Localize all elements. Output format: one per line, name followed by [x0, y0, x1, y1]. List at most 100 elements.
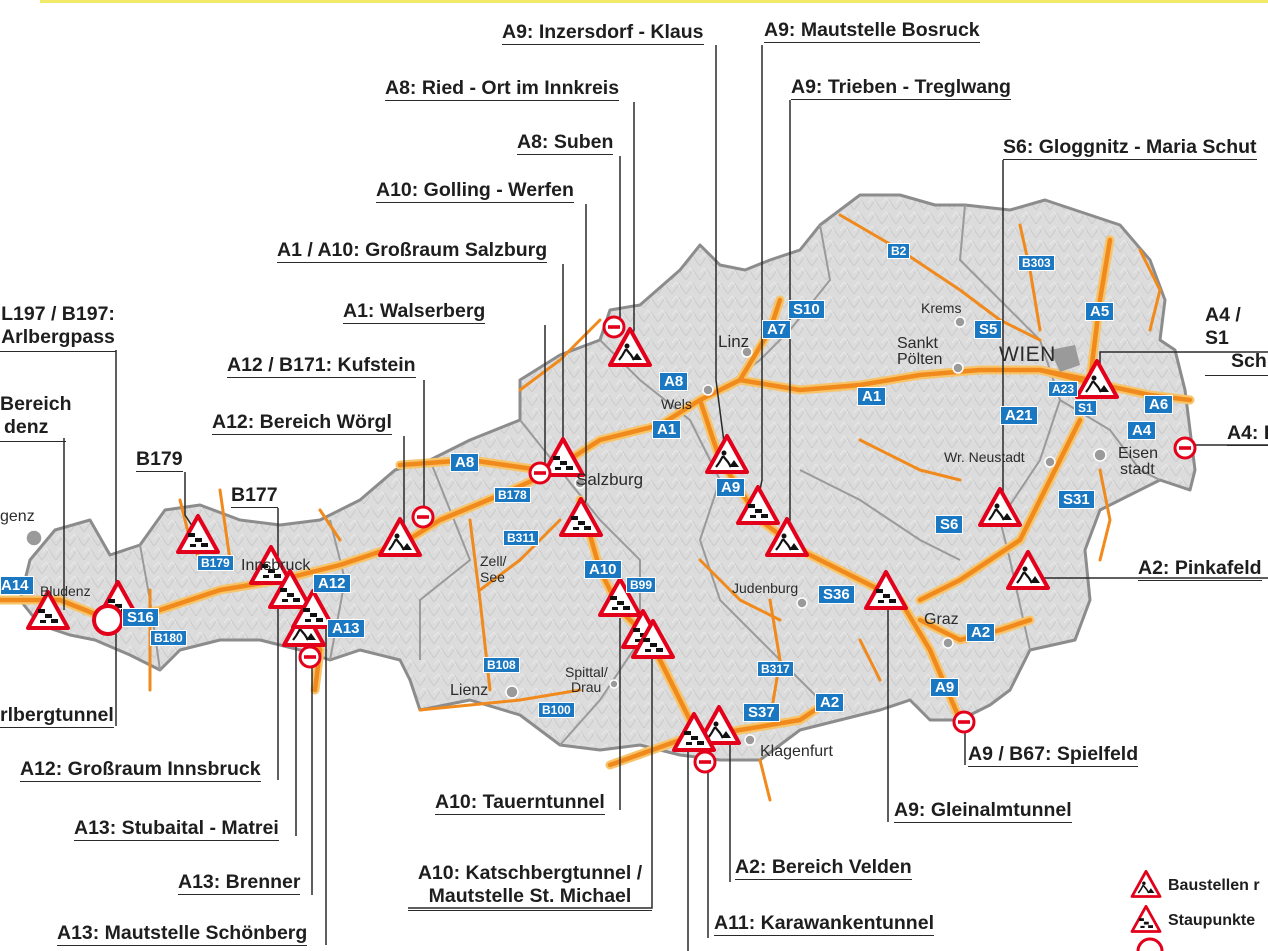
incident-label: A12 / B171: Kufstein [227, 354, 416, 378]
road-shield: A14 [0, 576, 34, 595]
road-shield: A9 [716, 478, 746, 497]
city-label: See [480, 569, 505, 585]
legend-closure-icon [1136, 937, 1164, 951]
road-shield: B99 [626, 577, 657, 593]
incident-label: S6: Gloggnitz - Maria Schut [1003, 136, 1257, 160]
city-label: Krems [921, 300, 962, 316]
road-shield: B180 [150, 630, 187, 646]
incident-label: B177 [231, 484, 278, 508]
city-label: Bludenz [40, 583, 91, 599]
incident-label: A10: Katschbergtunnel / Mautstelle St. M… [408, 862, 652, 911]
closure-icon [528, 461, 552, 485]
incident-label-line: denz [4, 416, 49, 438]
road-shield: A1 [652, 420, 682, 439]
road-shield: A6 [1144, 395, 1174, 414]
incident-label: A13: Stubaital - Matrei [74, 817, 279, 841]
city-label: Wr. Neustadt [944, 449, 1025, 465]
incident-label: A9: Gleinalmtunnel [894, 799, 1072, 823]
incident-label-line: A10: Katschbergtunnel / [417, 862, 643, 884]
city-label: Wels [661, 396, 692, 412]
incident-label: A4 / S1 Sch [1205, 304, 1268, 376]
road-shield: B2 [887, 243, 911, 259]
road-shield: S16 [122, 608, 159, 627]
road-shield: A5 [1085, 302, 1115, 321]
city-label: WIEN [999, 343, 1056, 366]
road-shield: A13 [327, 619, 365, 638]
legend-construction-label: Baustellen r [1168, 877, 1260, 894]
top-rule [40, 0, 1268, 3]
incident-label: A9: Inzersdorf - Klaus [502, 21, 704, 45]
incident-label-line: Sch [1231, 350, 1267, 372]
incident-label: A10: Golling - Werfen [376, 179, 574, 203]
road-shield: A23 [1048, 381, 1079, 397]
incident-label: L197 / B197: Arlbergpass [0, 303, 116, 352]
road-shield: A10 [584, 560, 622, 579]
incident-label: A9: Trieben - Treglwang [791, 76, 1011, 100]
road-shield: B303 [1018, 255, 1055, 271]
road-shield: S5 [974, 320, 1003, 339]
road-shield: S1 [1074, 400, 1097, 416]
road-shield: A7 [762, 320, 792, 339]
city-label: Klagenfurt [760, 743, 833, 760]
incident-label: A1 / A10: Großraum Salzburg [277, 239, 548, 263]
road-shield: A21 [1000, 406, 1038, 425]
road-shield: B100 [538, 702, 575, 718]
legend-jam-label: Staupunkte [1168, 912, 1256, 929]
city-markers [25, 316, 1107, 746]
legend-jam-icon [1130, 904, 1162, 933]
incident-label-line: Mautstelle St. Michael [428, 885, 632, 907]
city-label: Salzburg [576, 470, 644, 489]
city-label: Eisen [1118, 445, 1159, 462]
incident-label-line: Arlbergpass [1, 326, 115, 348]
incident-label: Bereich denz [0, 393, 72, 442]
road-shield: A1 [857, 387, 887, 406]
city-label: Spittal/ [565, 664, 608, 680]
incident-label: A8: Ried - Ort im Innkreis [385, 77, 620, 101]
incident-label: A1: Walserberg [343, 300, 486, 324]
incident-label: A9 / B67: Spielfeld [968, 743, 1139, 767]
road-shield: A8 [450, 453, 480, 472]
road-shield: B108 [483, 657, 520, 673]
city-label: Linz [718, 332, 750, 351]
closure-icon [298, 645, 322, 669]
incident-label: A13: Mautstelle Schönberg [57, 922, 308, 946]
incident-label: A9: Mautstelle Bosruck [764, 19, 980, 43]
city-label: Lienz [450, 682, 489, 699]
road-shield: B179 [197, 555, 234, 571]
road-shield: S10 [788, 300, 825, 319]
incident-label: B179 [136, 448, 183, 472]
incident-label: A12: Bereich Wörgl [212, 411, 392, 435]
city-label: Drau [571, 679, 602, 695]
incident-label-line: L197 / B197: [1, 303, 115, 325]
closure-icon [952, 710, 976, 734]
road-shield: A2 [815, 693, 845, 712]
city-label: Sankt [897, 335, 938, 352]
road-shield: A8 [659, 372, 689, 391]
city-label: genz [0, 508, 35, 525]
road-shield: S36 [818, 585, 855, 604]
incident-label: A4: I [1227, 422, 1268, 446]
road-shield: A12 [313, 574, 351, 593]
city-label: Pölten [897, 351, 943, 368]
closure-icon [411, 505, 435, 529]
road-shield: A2 [966, 623, 996, 642]
incident-label: A13: Brenner [178, 871, 301, 895]
road-shield: A9 [930, 678, 960, 697]
closure-icon [693, 750, 717, 774]
incident-label: A11: Karawankentunnel [714, 912, 934, 936]
incident-label: rlbergtunnel [0, 704, 114, 728]
incident-label: A12: Großraum Innsbruck [20, 758, 261, 782]
incident-label: A2: Bereich Velden [735, 856, 912, 880]
road-shield: B317 [757, 661, 794, 677]
road-shield: S6 [935, 515, 964, 534]
incident-label: A8: Suben [517, 131, 614, 155]
incident-label: A10: Tauerntunnel [435, 791, 605, 815]
city-label: Zell/ [480, 553, 507, 569]
incident-label-line: Bereich [0, 393, 72, 415]
road-shield: B311 [503, 530, 540, 546]
closure-icon [1173, 436, 1197, 460]
incident-label-line: A4 / S1 [1205, 304, 1241, 349]
tunnel-closure-icon [92, 604, 124, 636]
legend-construction-icon [1130, 869, 1162, 898]
